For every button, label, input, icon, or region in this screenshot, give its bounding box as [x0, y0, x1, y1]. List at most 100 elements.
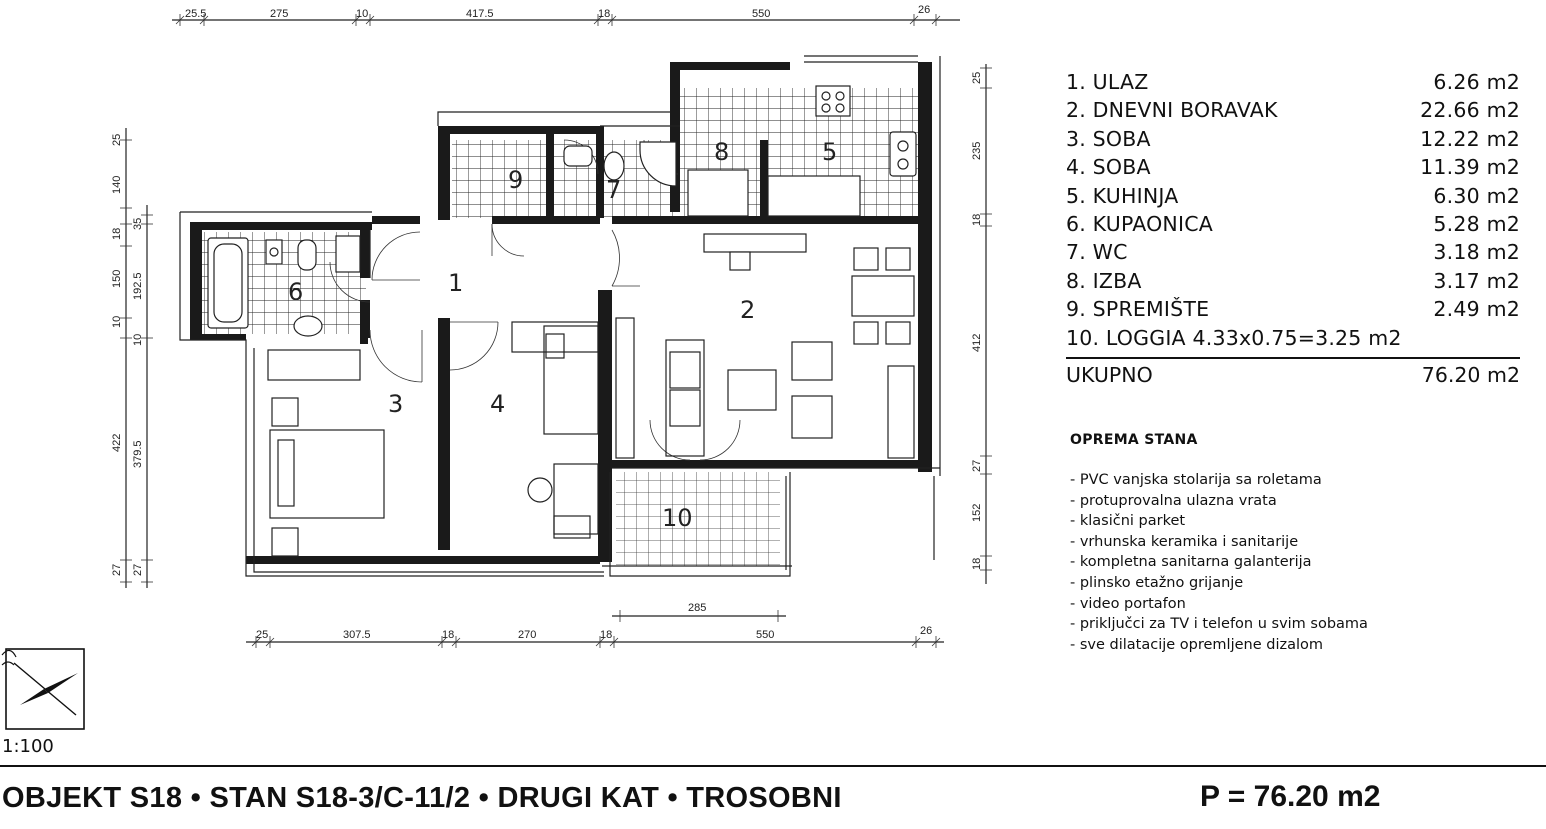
- room-number: 3: [388, 390, 403, 418]
- left-dim: 10: [111, 316, 123, 328]
- bottom-dim: 18: [442, 629, 454, 641]
- bottom-dim: 26: [920, 625, 932, 637]
- right-dim: 18: [971, 214, 983, 226]
- top-dim: 417.5: [466, 8, 494, 20]
- equipment-item: - vrhunska keramika i sanitarije: [1070, 533, 1299, 550]
- legend-total-area: 76.20 m2: [1421, 363, 1520, 388]
- bottom-dimension-line: 25 307.5 18 270 18 550 26 285: [246, 602, 944, 648]
- room-number: 7: [606, 176, 621, 204]
- legend-row: 6. KUPAONICA 5.28 m2: [1066, 210, 1520, 238]
- equipment-item: - kompletna sanitarna galanterija: [1070, 554, 1312, 571]
- legend-row: 8. IZBA 3.17 m2: [1066, 267, 1520, 295]
- walls: [190, 62, 932, 564]
- equipment-title: OPREMA STANA: [1070, 432, 1198, 448]
- bottom-dim: 270: [518, 629, 536, 641]
- left-dim: 27: [111, 564, 123, 576]
- left-dim: 18: [111, 228, 123, 240]
- bottom-dim: 307.5: [343, 629, 371, 641]
- left-dimension-lines: 25 140 18 35 150 192.5 10 10 422 379.5 2…: [111, 128, 153, 588]
- legend-room-label: 3. SOBA: [1066, 126, 1151, 151]
- north-arrow-icon: [1, 648, 85, 730]
- legend-row: 10. LOGGIA 4.33x0.75=3.25 m2: [1066, 324, 1520, 352]
- legend-room-area: 3.18 m2: [1433, 240, 1520, 265]
- legend-room-label: 2. DNEVNI BORAVAK: [1066, 98, 1278, 123]
- right-dim: 27: [971, 460, 983, 472]
- right-dim: 25: [971, 72, 983, 84]
- legend-row: 3. SOBA 12.22 m2: [1066, 125, 1520, 153]
- legend-row: 9. SPREMIŠTE 2.49 m2: [1066, 295, 1520, 323]
- right-dim: 152: [971, 504, 983, 522]
- legend-total-label: UKUPNO: [1066, 363, 1153, 388]
- legend-room-area: 2.49 m2: [1433, 297, 1520, 322]
- legend-row: 2. DNEVNI BORAVAK 22.66 m2: [1066, 96, 1520, 124]
- room-number: 1: [448, 269, 463, 297]
- footer-title: OBJEKT S18 • STAN S18-3/C-11/2 • DRUGI K…: [2, 782, 842, 814]
- legend-room-area: 22.66 m2: [1420, 98, 1520, 123]
- legend-room-area: 3.17 m2: [1433, 268, 1520, 293]
- drawing-scale: 1:100: [2, 736, 54, 757]
- left-dim: 27: [132, 564, 144, 576]
- room-number: 9: [508, 166, 523, 194]
- fixtures: [207, 85, 917, 557]
- legend-room-label: 6. KUPAONICA: [1066, 212, 1213, 237]
- room-number: 4: [490, 390, 505, 418]
- equipment-item: - klasični parket: [1070, 513, 1186, 530]
- top-dim: 26: [918, 4, 930, 16]
- right-dimension-line: 25 235 18 412 27 152 18: [971, 64, 992, 584]
- left-dim: 150: [111, 270, 123, 288]
- top-dim: 25.5: [185, 8, 206, 20]
- top-dim: 550: [752, 8, 770, 20]
- top-dimension-line: 25.5 275 10 417.5 18 550 26: [172, 4, 960, 26]
- legend-room-label: 8. IZBA: [1066, 268, 1142, 293]
- room-number: 6: [288, 278, 303, 306]
- loggia-dim: 285: [688, 602, 706, 614]
- room-numbers: 1 2 3 4 5 6 7 8 9 10: [288, 138, 837, 532]
- room-number: 2: [740, 296, 755, 324]
- top-dim: 10: [356, 8, 368, 20]
- apartment-equipment: OPREMA STANA - PVC vanjska stolarija sa …: [1070, 432, 1368, 655]
- legend-room-label: 5. KUHINJA: [1066, 183, 1179, 208]
- left-dim: 25: [111, 134, 123, 146]
- legend-room-area: 6.30 m2: [1433, 183, 1520, 208]
- legend-room-area: 12.22 m2: [1420, 126, 1520, 151]
- left-dim: 192.5: [132, 272, 144, 300]
- footer-rule: [0, 765, 1546, 767]
- legend-room-label: 9. SPREMIŠTE: [1066, 297, 1210, 322]
- right-dim: 412: [971, 334, 983, 352]
- left-dim: 140: [111, 176, 123, 194]
- room-number: 5: [822, 138, 837, 166]
- equipment-item: - protuprovalna ulazna vrata: [1070, 492, 1277, 509]
- equipment-item: - sve dilatacije opremljene dizalom: [1070, 636, 1323, 653]
- legend-room-area: 6.26 m2: [1433, 70, 1520, 94]
- room-number: 8: [714, 138, 729, 166]
- equipment-item: - priključci za TV i telefon u svim soba…: [1070, 616, 1368, 633]
- top-dim: 275: [270, 8, 288, 20]
- left-dim: 422: [111, 434, 123, 452]
- legend-room-label: 7. WC: [1066, 240, 1128, 265]
- legend-row: 1. ULAZ 6.26 m2: [1066, 68, 1520, 96]
- left-dim: 379.5: [132, 440, 144, 468]
- top-dim: 18: [598, 8, 610, 20]
- legend-room-area: 5.28 m2: [1433, 212, 1520, 237]
- left-dim: 10: [132, 334, 144, 346]
- legend-room-label: 10. LOGGIA 4.33x0.75=3.25 m2: [1066, 325, 1402, 350]
- equipment-item: - video portafon: [1070, 595, 1186, 612]
- room-number: 10: [662, 504, 693, 532]
- legend-room-label: 1. ULAZ: [1066, 70, 1149, 94]
- legend-room-area: 11.39 m2: [1420, 155, 1520, 180]
- bottom-dim: 25: [256, 629, 268, 641]
- right-dim: 18: [971, 558, 983, 570]
- floor-plan: 25.5 275 10 417.5 18 550 26 25 140 18 35…: [111, 4, 992, 648]
- legend-total-row: UKUPNO 76.20 m2: [1066, 362, 1520, 388]
- equipment-list: - PVC vanjska stolarija sa roletama - pr…: [1070, 470, 1368, 655]
- legend-room-label: 4. SOBA: [1066, 155, 1151, 180]
- equipment-item: - plinsko etažno grijanje: [1070, 574, 1244, 591]
- bottom-dim: 550: [756, 629, 774, 641]
- right-dim: 235: [971, 142, 983, 160]
- bottom-dim: 18: [600, 629, 612, 641]
- legend-row: 5. KUHINJA 6.30 m2: [1066, 182, 1520, 210]
- legend-row: 4. SOBA 11.39 m2: [1066, 153, 1520, 181]
- legend-divider: [1066, 357, 1520, 360]
- room-area-legend: 1. ULAZ 6.26 m2 2. DNEVNI BORAVAK 22.66 m2…: [1066, 68, 1520, 388]
- footer-area: P = 76.20 m2: [1200, 780, 1381, 813]
